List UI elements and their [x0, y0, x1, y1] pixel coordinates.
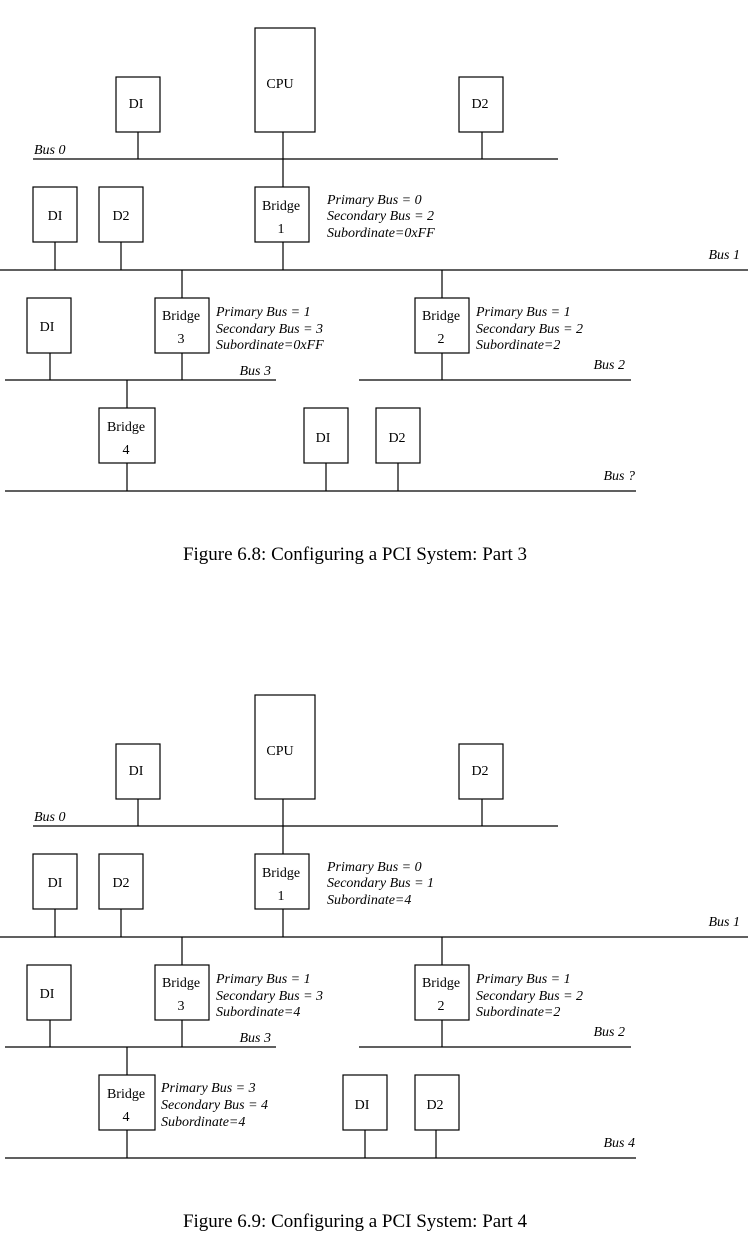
bus4-device-di-label: DI [316, 431, 331, 446]
bridge4-box [98, 407, 156, 464]
bridge2-subordinate: Subordinate=2 [476, 1005, 560, 1020]
bus2-label: Bus 2 [594, 1025, 626, 1040]
cpu-box [254, 27, 316, 133]
bus3-device-di [26, 297, 72, 354]
bridge3-subordinate: Subordinate=4 [216, 1005, 300, 1020]
bus4-device-d2 [414, 1074, 460, 1131]
bus3-label: Bus 3 [240, 1031, 272, 1046]
bus1-device-di [32, 853, 78, 910]
bus0-device-d2 [458, 76, 504, 133]
bus1-device-di [32, 186, 78, 243]
bridge2-box [414, 297, 470, 354]
bridge4-secondary: Secondary Bus = 4 [161, 1098, 268, 1113]
bridge3-number: 3 [178, 332, 185, 347]
bridge1-primary: Primary Bus = 0 [326, 860, 422, 875]
bridge1-box [254, 853, 310, 910]
bus0-device-d2-label: D2 [471, 764, 488, 779]
bus4-device-di [342, 1074, 388, 1131]
bus4-device-d2-label: D2 [426, 1098, 443, 1113]
bridge4-number: 4 [123, 1110, 130, 1125]
bridge3-primary: Primary Bus = 1 [215, 305, 311, 320]
bus4-device-di-label: DI [355, 1098, 370, 1113]
bridge3-primary: Primary Bus = 1 [215, 972, 311, 987]
bus0-device-di-label: DI [129, 764, 144, 779]
bridge3-box [154, 964, 210, 1021]
bridge3-box [154, 297, 210, 354]
bridge2-subordinate: Subordinate=2 [476, 338, 560, 353]
bridge4-box [98, 1074, 156, 1131]
bus1-device-di-label: DI [48, 876, 63, 891]
bus0-device-di [115, 76, 161, 133]
bus4-device-d2 [375, 407, 421, 464]
bus0-device-d2-label: D2 [471, 97, 488, 112]
bridge3-secondary: Secondary Bus = 3 [216, 989, 323, 1004]
bus1-device-d2-label: D2 [112, 876, 129, 891]
bus3-device-di-label: DI [40, 320, 55, 335]
cpu-label: CPU [266, 77, 293, 92]
bridge3-secondary: Secondary Bus = 3 [216, 322, 323, 337]
bus1-device-d2-label: D2 [112, 209, 129, 224]
bus4-device-di [303, 407, 349, 464]
bridge4-title: Bridge [107, 1087, 145, 1102]
bridge1-primary: Primary Bus = 0 [326, 193, 422, 208]
figure-6-8: CPU DI D2 Bus 0 Bridge 1 Primary Bus = 0… [0, 27, 748, 565]
bridge3-subordinate: Subordinate=0xFF [216, 338, 324, 353]
figure-6-9: CPU DI D2 Bus 0 Bridge 1 Primary Bus = 0… [0, 694, 748, 1232]
bridge1-title: Bridge [262, 866, 300, 881]
bridge1-box [254, 186, 310, 243]
bridge2-number: 2 [438, 332, 445, 347]
bus3-device-di-label: DI [40, 987, 55, 1002]
bus1-label: Bus 1 [709, 248, 741, 263]
bus1-device-d2 [98, 186, 144, 243]
bridge1-subordinate: Subordinate=4 [327, 893, 411, 908]
bridge2-primary: Primary Bus = 1 [475, 972, 571, 987]
bus2-label: Bus 2 [594, 358, 626, 373]
bridge2-title: Bridge [422, 309, 460, 324]
bridge2-primary: Primary Bus = 1 [475, 305, 571, 320]
bridge2-secondary: Secondary Bus = 2 [476, 989, 583, 1004]
bridge1-secondary: Secondary Bus = 2 [327, 209, 434, 224]
bridge1-secondary: Secondary Bus = 1 [327, 876, 434, 891]
bridge4-number: 4 [123, 443, 130, 458]
figure-caption: Figure 6.9: Configuring a PCI System: Pa… [183, 1211, 528, 1232]
bridge2-box [414, 964, 470, 1021]
bus0-device-di [115, 743, 161, 800]
bridge1-number: 1 [278, 889, 285, 904]
bridge2-secondary: Secondary Bus = 2 [476, 322, 583, 337]
bridge4-subordinate: Subordinate=4 [161, 1115, 245, 1130]
figure-caption: Figure 6.8: Configuring a PCI System: Pa… [183, 544, 527, 565]
bridge3-title: Bridge [162, 309, 200, 324]
bus3-device-di [26, 964, 72, 1021]
bus0-label: Bus 0 [34, 810, 66, 825]
bridge4-primary: Primary Bus = 3 [160, 1081, 256, 1096]
bus0-device-di-label: DI [129, 97, 144, 112]
bridge3-title: Bridge [162, 976, 200, 991]
bridge4-title: Bridge [107, 420, 145, 435]
bridge1-title: Bridge [262, 199, 300, 214]
bus4-device-d2-label: D2 [388, 431, 405, 446]
bridge2-title: Bridge [422, 976, 460, 991]
bus1-label: Bus 1 [709, 915, 741, 930]
bus1-device-d2 [98, 853, 144, 910]
bridge3-number: 3 [178, 999, 185, 1014]
cpu-box [254, 694, 316, 800]
bus0-device-d2 [458, 743, 504, 800]
bridge1-subordinate: Subordinate=0xFF [327, 226, 435, 241]
bus4-label: Bus ? [604, 469, 636, 484]
bus0-label: Bus 0 [34, 143, 66, 158]
bus4-label: Bus 4 [604, 1136, 636, 1151]
bus3-label: Bus 3 [240, 364, 272, 379]
cpu-label: CPU [266, 744, 293, 759]
bus1-device-di-label: DI [48, 209, 63, 224]
bridge1-number: 1 [278, 222, 285, 237]
bridge2-number: 2 [438, 999, 445, 1014]
